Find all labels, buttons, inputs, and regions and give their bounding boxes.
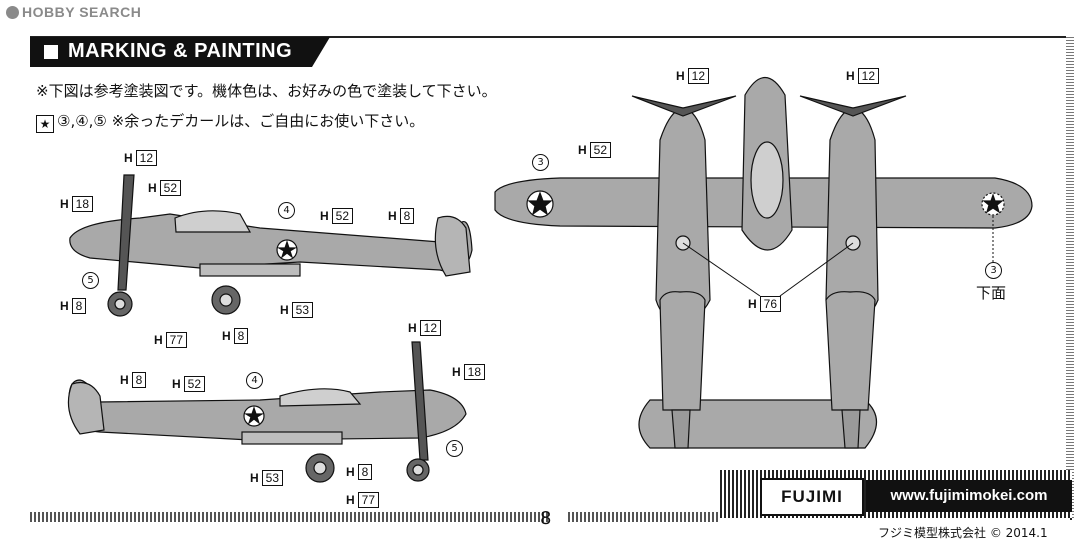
underside-label: 下面 [976, 284, 1007, 302]
watermark: HOBBY SEARCH [6, 4, 141, 20]
footer-rule-left [30, 512, 550, 522]
footer-rule-right [568, 512, 718, 522]
star-icon: ★ [36, 115, 54, 133]
top-view-aircraft [494, 77, 1033, 449]
section-header: MARKING & PAINTING [30, 37, 330, 67]
page-number: 8 [540, 508, 552, 529]
square-icon [44, 45, 58, 59]
decal-5-side1: 5 [82, 272, 99, 289]
decal-4-side1: 4 [278, 202, 295, 219]
brand-url: www.fujimimokei.com [866, 480, 1072, 512]
paint-note: ※下図は参考塗装図です。機体色は、お好みの色で塗装して下さい。 [36, 82, 497, 100]
decal-4-side2: 4 [246, 372, 263, 389]
section-title: MARKING & PAINTING [68, 40, 293, 62]
side-view-left-aircraft [69, 174, 473, 317]
brand-logo: FUJIMI [760, 478, 864, 516]
decal-3-top: 3 [532, 154, 549, 171]
sheet-edge [1066, 36, 1074, 518]
decal-3-underside: 3 [985, 262, 1002, 279]
side-view-right-aircraft [67, 341, 467, 483]
copyright: フジミ模型株式会社 © 2014.1 [878, 526, 1048, 540]
decal-note: ★③,④,⑤ ※余ったデカールは、ご自由にお使い下さい。 [36, 110, 424, 133]
decal-5-side2: 5 [446, 440, 463, 457]
